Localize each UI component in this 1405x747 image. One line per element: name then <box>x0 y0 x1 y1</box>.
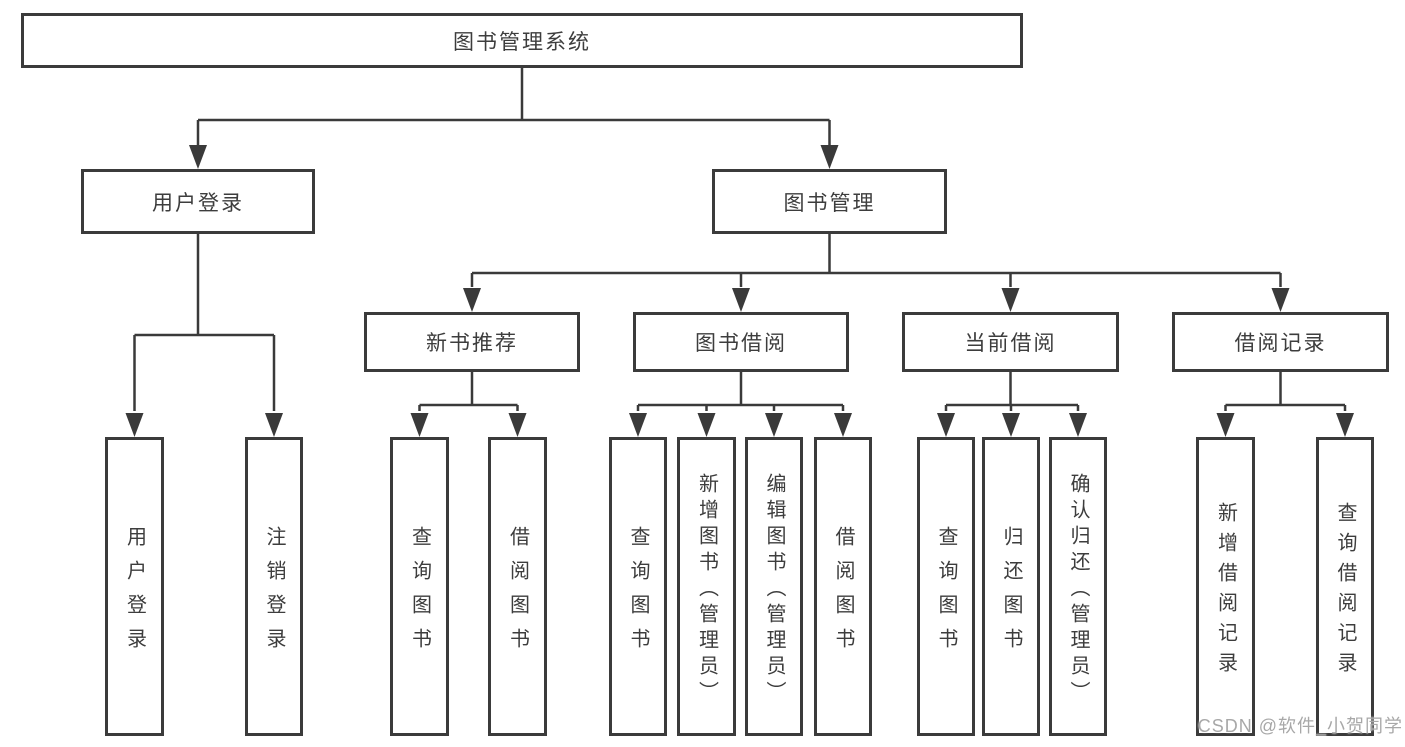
node-user-login: 用户登录 <box>81 169 315 234</box>
csdn-watermark: CSDN @软件_小贺同学 <box>1197 716 1403 736</box>
leaf-query-borrow-record-label: 查询借阅记录 <box>1334 501 1356 682</box>
node-library-management-system: 图书管理系统 <box>21 13 1023 68</box>
node-library-management-system-label: 图书管理系统 <box>453 30 591 54</box>
leaf-add-books-admin-label: 新增图书（管理员） <box>695 472 718 707</box>
node-borrow-records-label: 借阅记录 <box>1234 332 1327 355</box>
node-new-book-recommend-label: 新书推荐 <box>426 332 518 355</box>
leaf-query-books-recommend: 查询图书 <box>390 437 449 736</box>
node-current-borrow: 当前借阅 <box>902 312 1119 372</box>
leaf-add-borrow-record: 新增借阅记录 <box>1196 437 1255 736</box>
leaf-confirm-return-admin: 确认归还（管理员） <box>1049 437 1107 736</box>
node-new-book-recommend: 新书推荐 <box>364 312 580 372</box>
leaf-user-login-label: 用户登录 <box>123 525 146 662</box>
leaf-query-books-current: 查询图书 <box>917 437 975 736</box>
leaf-query-books-current-label: 查询图书 <box>935 525 957 662</box>
leaf-confirm-return-admin-label: 确认归还（管理员） <box>1067 472 1089 707</box>
node-borrow-records: 借阅记录 <box>1172 312 1389 372</box>
node-book-borrow-label: 图书借阅 <box>695 332 787 355</box>
leaf-add-books-admin: 新增图书（管理员） <box>677 437 736 736</box>
leaf-borrow-books: 借阅图书 <box>814 437 872 736</box>
leaf-borrow-books-label: 借阅图书 <box>832 525 854 662</box>
node-book-borrow: 图书借阅 <box>633 312 849 372</box>
leaf-return-books-label: 归还图书 <box>1000 525 1022 662</box>
leaf-edit-books-admin-label: 编辑图书（管理员） <box>763 472 785 707</box>
leaf-query-books-borrow-label: 查询图书 <box>627 525 649 662</box>
leaf-user-login: 用户登录 <box>105 437 164 736</box>
leaf-edit-books-admin: 编辑图书（管理员） <box>745 437 803 736</box>
leaf-query-books-borrow: 查询图书 <box>609 437 667 736</box>
node-book-management-label: 图书管理 <box>783 191 876 215</box>
leaf-logout: 注销登录 <box>245 437 303 736</box>
leaf-return-books: 归还图书 <box>982 437 1040 736</box>
node-book-management: 图书管理 <box>712 169 947 234</box>
leaf-query-books-recommend-label: 查询图书 <box>408 525 431 662</box>
leaf-logout-label: 注销登录 <box>263 525 285 662</box>
leaf-borrow-books-recommend-label: 借阅图书 <box>506 525 529 662</box>
leaf-borrow-books-recommend: 借阅图书 <box>488 437 547 736</box>
leaf-query-borrow-record: 查询借阅记录 <box>1316 437 1374 736</box>
node-current-borrow-label: 当前借阅 <box>964 332 1057 355</box>
node-user-login-label: 用户登录 <box>152 191 244 215</box>
leaf-add-borrow-record-label: 新增借阅记录 <box>1214 501 1237 682</box>
